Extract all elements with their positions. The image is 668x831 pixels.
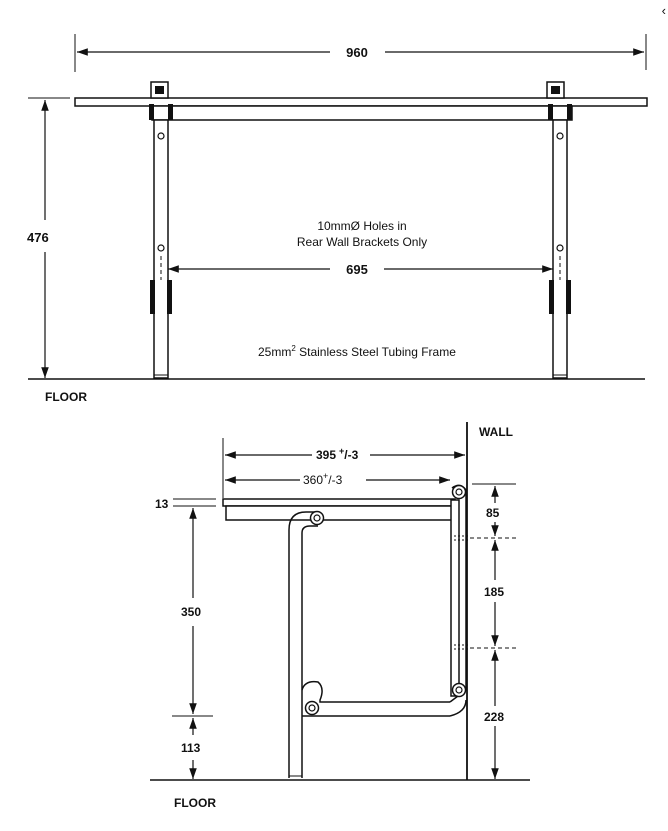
depth-inner-label: 360+/-3 <box>303 471 343 487</box>
top-bracket-left-inner <box>155 86 164 94</box>
depth-outer-label: 395+/-3 <box>316 446 359 462</box>
brace-pivot <box>308 704 316 712</box>
wall-bracket-left-b <box>167 280 172 314</box>
bracket-top-label: 85 <box>486 506 500 520</box>
top-bracket-right-inner <box>551 86 560 94</box>
floor-label-side: FLOOR <box>174 796 216 810</box>
depth-outer-tol-sup: + <box>339 446 344 456</box>
pivot-top <box>455 488 463 496</box>
depth-inner-tol: /-3 <box>328 473 342 487</box>
clamp-ur2 <box>567 104 572 120</box>
leg-front-inner <box>301 525 318 778</box>
brace-joint-a <box>449 695 459 703</box>
seat-thickness-label: 13 <box>155 497 169 511</box>
frame-note-prefix: 25mm <box>258 345 291 359</box>
leg-pivot <box>313 514 321 522</box>
wall-bracket-left-a <box>150 280 155 314</box>
frame-note: 25mm2 Stainless Steel Tubing Frame <box>258 344 456 359</box>
depth-inner-tol-sup: + <box>323 471 328 481</box>
floor-label-front: FLOOR <box>45 390 87 404</box>
clamp-ul2 <box>168 104 173 120</box>
wall-label: WALL <box>479 425 513 439</box>
seat-height-label: 350 <box>181 605 201 619</box>
inner-width-label: 695 <box>346 262 368 277</box>
depth-outer-tol: /-3 <box>344 448 358 462</box>
clamp-ur <box>548 104 553 120</box>
bracket-bottom-label: 228 <box>484 710 504 724</box>
seat-top <box>222 498 456 507</box>
frame-note-sup: 2 <box>291 344 296 353</box>
hole-right-top <box>556 132 564 140</box>
hole-left-top <box>157 132 165 140</box>
bench-top <box>74 97 648 107</box>
wall-tube <box>450 499 460 697</box>
leg-front-outer <box>288 511 318 778</box>
brace-top <box>301 680 450 703</box>
wall-bracket-right-a <box>549 280 554 314</box>
bracket-middle-label: 185 <box>484 585 504 599</box>
seat-frame <box>225 505 453 521</box>
height-label: 476 <box>27 230 49 245</box>
depth-inner-base: 360 <box>303 473 323 487</box>
clamp-ul <box>149 104 154 120</box>
hole-left-mid <box>157 244 165 252</box>
holes-note-line1: 10mmØ Holes in <box>317 219 406 233</box>
holes-note-line2: Rear Wall Brackets Only <box>297 235 427 249</box>
front-view: 960 ‹ 476 <box>27 3 666 404</box>
scroll-caret-icon: ‹ <box>662 3 666 18</box>
hole-right-mid <box>556 244 564 252</box>
depth-outer-base: 395 <box>316 448 336 462</box>
frame-rail <box>151 105 573 121</box>
wall-bracket-right-b <box>566 280 571 314</box>
brace-joint-b <box>449 699 467 717</box>
overall-width-label: 960 <box>346 45 368 60</box>
floor-gap-label: 113 <box>181 741 201 755</box>
frame-note-suffix: Stainless Steel Tubing Frame <box>296 345 456 359</box>
pivot-bottom <box>455 686 463 694</box>
side-view: WALL 395+/-3 360+/-3 13 <box>150 422 530 810</box>
